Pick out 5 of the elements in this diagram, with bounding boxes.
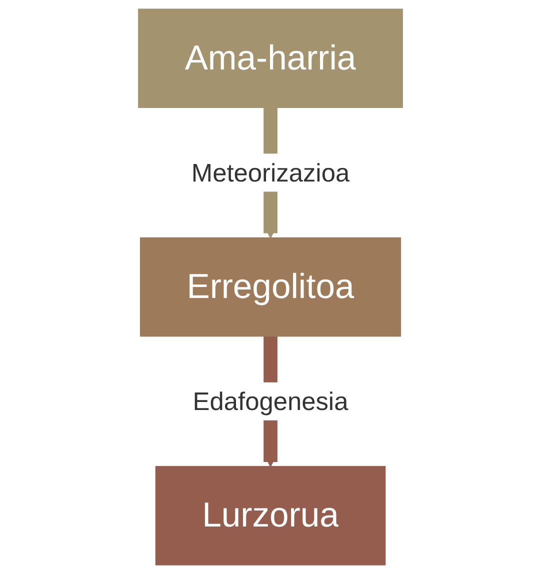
edge-label: Edafogenesia: [192, 386, 348, 416]
edge-label: Meteorizazioa: [191, 158, 350, 188]
node-box: Ama-harria: [138, 8, 403, 108]
node-box: Erregolitoa: [140, 237, 402, 337]
node-box: Lurzorua: [155, 466, 386, 566]
